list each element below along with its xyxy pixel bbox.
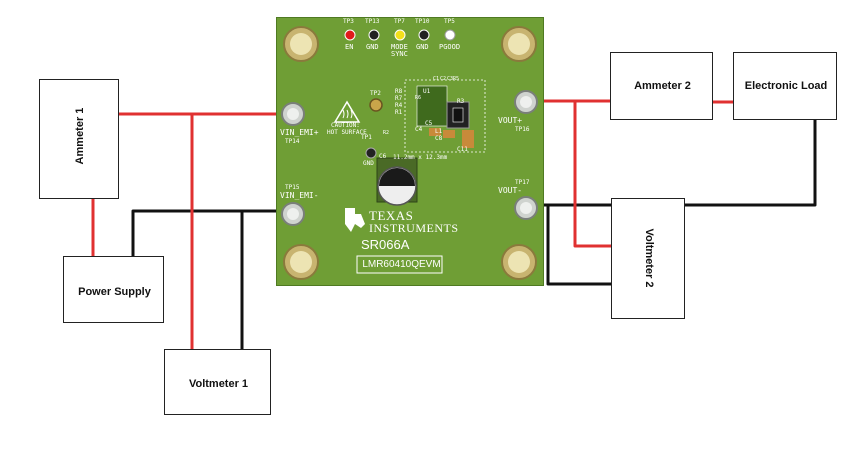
hot-surface-warning-icon: [333, 100, 361, 123]
comp-r6: R6: [415, 95, 422, 101]
comp-l1: L1: [435, 128, 443, 135]
ti-brand-line1: TEXAS: [369, 208, 414, 223]
comp-r1: R1: [395, 109, 403, 116]
ic-region: [404, 79, 486, 153]
comp-r8: R8: [395, 88, 403, 95]
tp3-name: EN: [345, 43, 354, 51]
power-terminal-posts: [281, 90, 538, 226]
board-code: SR066A: [361, 237, 410, 252]
tp2-post: [369, 98, 383, 112]
vin-plus-tp: TP14: [285, 138, 300, 145]
comp-c11: C11: [457, 146, 468, 153]
comp-r7: R7: [395, 95, 403, 102]
comp-r2: R2: [383, 130, 390, 136]
vout-minus-label: VOUT-: [498, 186, 523, 195]
vout-minus-tp: TP17: [515, 179, 530, 186]
tp10-gnd-post: [418, 29, 430, 41]
ammeter-1-label: Ammeter 1: [74, 107, 86, 165]
tp5-name: PGOOD: [439, 43, 461, 51]
board-name: LMR60410QEVM: [362, 259, 441, 270]
top-test-points: [344, 29, 456, 41]
caution-text-line1: CAUTION:: [331, 122, 360, 129]
wire-vm2-pos: [573, 101, 628, 248]
comp-r4: R4: [395, 102, 403, 109]
tp7-name: MODE: [391, 43, 408, 51]
vin-plus-label: VIN_EMI+: [280, 128, 319, 137]
electronic-load-label: Electronic Load: [744, 80, 828, 92]
comp-c4: C4: [415, 126, 423, 133]
comp-c2: C2: [440, 76, 447, 82]
ammeter-2-label: Ammeter 2: [634, 80, 691, 92]
vout-plus-tp: TP16: [515, 126, 530, 133]
wire-psu-neg: [131, 209, 287, 272]
comp-c8: C8: [435, 135, 443, 142]
voltmeter-2-label: Voltmeter 2: [643, 228, 655, 288]
tp2-label: TP2: [370, 90, 381, 97]
vin-minus-label: VIN_EMI-: [280, 191, 319, 200]
voltmeter-1-box: Voltmeter 1: [164, 349, 271, 415]
tp7-id: TP7: [394, 18, 405, 25]
ammeter-2-box: Ammeter 2: [610, 52, 713, 120]
comp-c5: C5: [425, 120, 433, 127]
tp7-mode-post: [394, 29, 406, 41]
size-note: 11.2mm x 12.3mm: [393, 154, 448, 161]
comp-r5: R5: [453, 76, 460, 82]
tp5-id: TP5: [444, 18, 455, 25]
gnd-label: GND: [363, 160, 374, 167]
ammeter-1-box: Ammeter 1: [39, 79, 119, 199]
comp-r3: R3: [457, 98, 465, 105]
evm-board: TP3 TP13 TP7 TP10 TP5 EN GND MODE SYNC G…: [276, 17, 544, 286]
power-supply-label: Power Supply: [78, 286, 151, 298]
tp10-id: TP10: [415, 18, 430, 25]
electronic-load-box: Electronic Load: [733, 52, 837, 120]
power-supply-box: Power Supply: [63, 256, 164, 323]
caution-text-line2: HOT SURFACE: [327, 129, 367, 136]
comp-u1: U1: [423, 88, 431, 95]
board-graphics: [281, 26, 538, 280]
tp13-name: GND: [366, 43, 379, 51]
comp-c1: C1: [433, 76, 440, 82]
wire-vm2-neg: [546, 205, 628, 286]
tp1-post: [365, 147, 377, 159]
tp3-id: TP3: [343, 18, 354, 25]
vin-minus-tp: TP15: [285, 184, 300, 191]
tp10-name: GND: [416, 43, 429, 51]
ti-brand-line2: INSTRUMENTS: [369, 221, 459, 235]
tp1-label: TP1: [361, 134, 372, 141]
vout-plus-label: VOUT+: [498, 116, 523, 125]
voltmeter-1-label: Voltmeter 1: [188, 378, 249, 390]
bulk-capacitor: [376, 157, 418, 206]
voltmeter-2-box: Voltmeter 2: [611, 198, 685, 319]
ti-logo-icon: [345, 208, 365, 232]
tp13-gnd-post: [368, 29, 380, 41]
tp5-pgood-post: [444, 29, 456, 41]
board-name-frame: [356, 255, 443, 274]
tp3-en-post: [344, 29, 356, 41]
c6-label: C6: [379, 153, 387, 160]
mounting-holes: [283, 26, 537, 280]
tp7-sub: SYNC: [391, 50, 408, 58]
comp-c3: C3: [447, 76, 454, 82]
tp13-id: TP13: [365, 18, 380, 25]
